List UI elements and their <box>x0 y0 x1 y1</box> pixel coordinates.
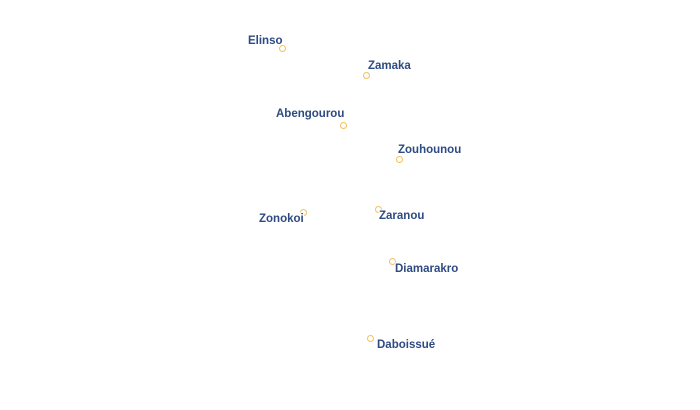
place-label-elinso[interactable]: Elinso <box>248 35 283 47</box>
place-marker-elinso[interactable] <box>279 45 286 52</box>
place-marker-zamaka[interactable] <box>363 72 370 79</box>
place-label-abengourou[interactable]: Abengourou <box>276 108 345 120</box>
place-marker-zouhounou[interactable] <box>396 156 403 163</box>
place-label-zaranou[interactable]: Zaranou <box>379 210 425 222</box>
place-label-diamarakro[interactable]: Diamarakro <box>395 263 459 275</box>
place-marker-abengourou[interactable] <box>340 122 347 129</box>
place-marker-daboissue[interactable] <box>367 335 374 342</box>
place-label-zonokoi[interactable]: Zonokoi <box>259 213 304 225</box>
place-marker-zonokoi[interactable] <box>300 209 307 216</box>
place-label-zamaka[interactable]: Zamaka <box>368 60 411 72</box>
place-label-zouhounou[interactable]: Zouhounou <box>398 144 462 156</box>
place-marker-zaranou[interactable] <box>375 206 382 213</box>
place-label-daboissue[interactable]: Daboissué <box>377 339 436 351</box>
place-marker-diamarakro[interactable] <box>389 258 396 265</box>
